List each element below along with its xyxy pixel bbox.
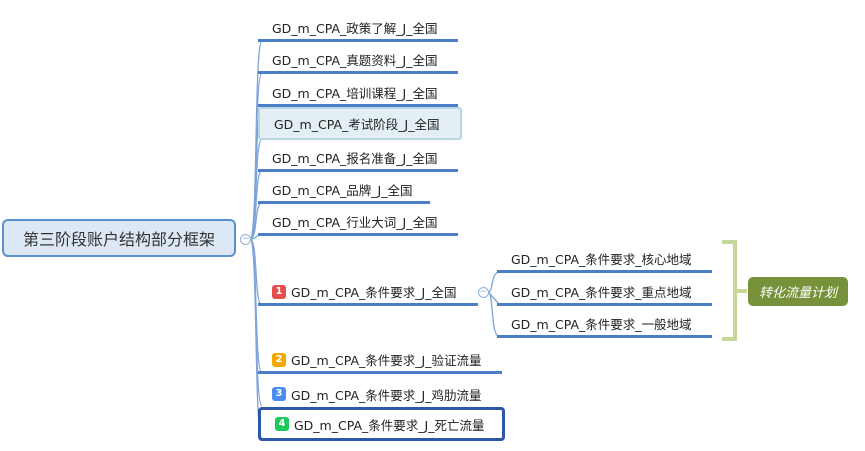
topic-label: GD_m_CPA_条件要求_J_全国 — [291, 285, 457, 300]
subtopic-node[interactable]: GD_m_CPA_条件要求_重点地域 — [497, 280, 712, 306]
priority-3-icon: 3 — [272, 387, 286, 401]
topic-node[interactable]: GD_m_CPA_真题资料_J_全国 — [258, 48, 458, 74]
priority-2-icon: 2 — [272, 352, 286, 367]
topic-node[interactable]: GD_m_CPA_政策了解_J_全国 — [258, 16, 458, 42]
collapse-toggle-icon[interactable]: − — [478, 287, 489, 298]
topic-label: GD_m_CPA_条件要求_J_死亡流量 — [294, 417, 485, 433]
subtopic-node[interactable]: GD_m_CPA_条件要求_一般地域 — [497, 312, 712, 338]
subtopic-label: GD_m_CPA_条件要求_重点地域 — [511, 285, 692, 300]
topic-label: GD_m_CPA_培训课程_J_全国 — [272, 86, 438, 101]
topic-node[interactable]: GD_m_CPA_培训课程_J_全国 — [258, 81, 458, 107]
subtopic-node[interactable]: GD_m_CPA_条件要求_核心地域 — [497, 247, 712, 273]
topic-label: GD_m_CPA_条件要求_J_验证流量 — [291, 353, 482, 368]
topic-node[interactable]: 3 GD_m_CPA_条件要求_J_鸡肋流量 — [258, 381, 502, 407]
topic-node-selected[interactable]: 4 GD_m_CPA_条件要求_J_死亡流量 — [258, 407, 505, 441]
root-label: 第三阶段账户结构部分框架 — [22, 230, 215, 249]
subtopic-label: GD_m_CPA_条件要求_一般地域 — [511, 317, 692, 332]
topic-label: GD_m_CPA_条件要求_J_鸡肋流量 — [291, 387, 482, 403]
priority-4-icon: 4 — [275, 417, 289, 431]
topic-label: GD_m_CPA_行业大词_J_全国 — [272, 215, 438, 230]
summary-label: 转化流量计划 — [758, 286, 837, 301]
topic-label: GD_m_CPA_报名准备_J_全国 — [272, 151, 438, 166]
collapse-toggle-icon[interactable]: − — [240, 234, 251, 245]
topic-node-hovered[interactable]: GD_m_CPA_考试阶段_J_全国 — [258, 107, 462, 140]
topic-label: GD_m_CPA_真题资料_J_全国 — [272, 53, 438, 68]
summary-topic[interactable]: 转化流量计划 — [748, 277, 848, 306]
topic-node[interactable]: GD_m_CPA_报名准备_J_全国 — [258, 146, 458, 172]
topic-label: GD_m_CPA_考试阶段_J_全国 — [274, 117, 440, 132]
root-topic[interactable]: 第三阶段账户结构部分框架 — [2, 219, 236, 257]
priority-1-icon: 1 — [272, 284, 286, 299]
topic-label: GD_m_CPA_政策了解_J_全国 — [272, 21, 438, 36]
topic-node[interactable]: GD_m_CPA_行业大词_J_全国 — [258, 210, 458, 236]
topic-node[interactable]: 1 GD_m_CPA_条件要求_J_全国 — [258, 280, 478, 306]
topic-node[interactable]: GD_m_CPA_品牌_J_全国 — [258, 178, 430, 204]
summary-bracket — [722, 240, 747, 341]
subtopic-label: GD_m_CPA_条件要求_核心地域 — [511, 252, 692, 267]
topic-label: GD_m_CPA_品牌_J_全国 — [272, 183, 413, 198]
topic-node[interactable]: 2 GD_m_CPA_条件要求_J_验证流量 — [258, 348, 502, 374]
